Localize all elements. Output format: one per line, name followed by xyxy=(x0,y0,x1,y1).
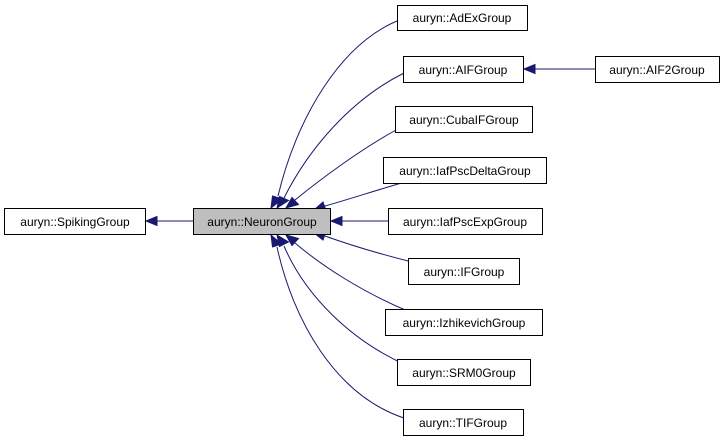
nodes: auryn::SpikingGroup auryn::NeuronGroup a… xyxy=(4,5,720,436)
node-izhikevichgroup[interactable]: auryn::IzhikevichGroup xyxy=(385,309,543,336)
node-aif2group[interactable]: auryn::AIF2Group xyxy=(595,56,720,83)
node-label: auryn::AIF2Group xyxy=(609,63,705,77)
node-box xyxy=(383,157,547,184)
node-box xyxy=(408,258,520,285)
node-srm0group[interactable]: auryn::SRM0Group xyxy=(397,359,531,386)
node-box xyxy=(397,359,531,386)
node-iafpscdeltagroup[interactable]: auryn::IafPscDeltaGroup xyxy=(383,157,547,184)
node-label: auryn::IFGroup xyxy=(424,265,505,279)
edge-izhikevich-to-neurongroup xyxy=(294,242,411,313)
node-aifgroup[interactable]: auryn::AIFGroup xyxy=(403,56,524,83)
node-label: auryn::CubaIFGroup xyxy=(409,113,519,127)
edge-srm0-to-neurongroup xyxy=(283,245,407,366)
edges xyxy=(144,18,595,419)
node-label: auryn::AdExGroup xyxy=(413,11,512,25)
edge-tif-to-neurongroup xyxy=(276,246,405,419)
edge-aif-to-neurongroup xyxy=(283,72,405,199)
node-box xyxy=(595,56,720,83)
node-label: auryn::IafPscDeltaGroup xyxy=(399,164,531,178)
arrowhead-aif2 xyxy=(522,63,536,75)
node-label: auryn::NeuronGroup xyxy=(207,215,317,229)
node-box xyxy=(388,208,543,235)
arrowhead-tif xyxy=(270,233,283,248)
edge-if-to-neurongroup xyxy=(324,235,413,263)
node-box xyxy=(193,208,331,235)
arrowhead-aif xyxy=(276,195,290,210)
edge-adex-to-neurongroup xyxy=(277,18,403,197)
node-cubaifgroup[interactable]: auryn::CubaIFGroup xyxy=(395,106,533,133)
node-ifgroup[interactable]: auryn::IFGroup xyxy=(408,258,520,285)
node-box xyxy=(403,56,524,83)
arrowhead-iafpscexp xyxy=(329,215,343,227)
node-label: auryn::IzhikevichGroup xyxy=(403,316,526,330)
node-box xyxy=(4,208,146,235)
node-iafpscexpgroup[interactable]: auryn::IafPscExpGroup xyxy=(388,208,543,235)
node-neurongroup-current: auryn::NeuronGroup xyxy=(193,208,331,235)
arrowhead-cubaif xyxy=(284,196,300,209)
node-label: auryn::SRM0Group xyxy=(412,366,516,380)
node-label: auryn::AIFGroup xyxy=(419,63,508,77)
arrowhead-spikinggroup xyxy=(144,215,158,227)
arrowhead-izhikevich xyxy=(284,234,300,247)
node-label: auryn::SpikingGroup xyxy=(20,215,130,229)
node-tifgroup[interactable]: auryn::TIFGroup xyxy=(403,409,524,436)
node-box xyxy=(397,5,528,31)
node-label: auryn::IafPscExpGroup xyxy=(403,215,527,229)
node-label: auryn::TIFGroup xyxy=(419,416,507,430)
node-spikinggroup[interactable]: auryn::SpikingGroup xyxy=(4,208,146,235)
edge-cubaif-to-neurongroup xyxy=(294,129,397,201)
node-box xyxy=(395,106,533,133)
node-adexgroup[interactable]: auryn::AdExGroup xyxy=(397,5,528,31)
node-box xyxy=(385,309,543,336)
node-box xyxy=(403,409,524,436)
